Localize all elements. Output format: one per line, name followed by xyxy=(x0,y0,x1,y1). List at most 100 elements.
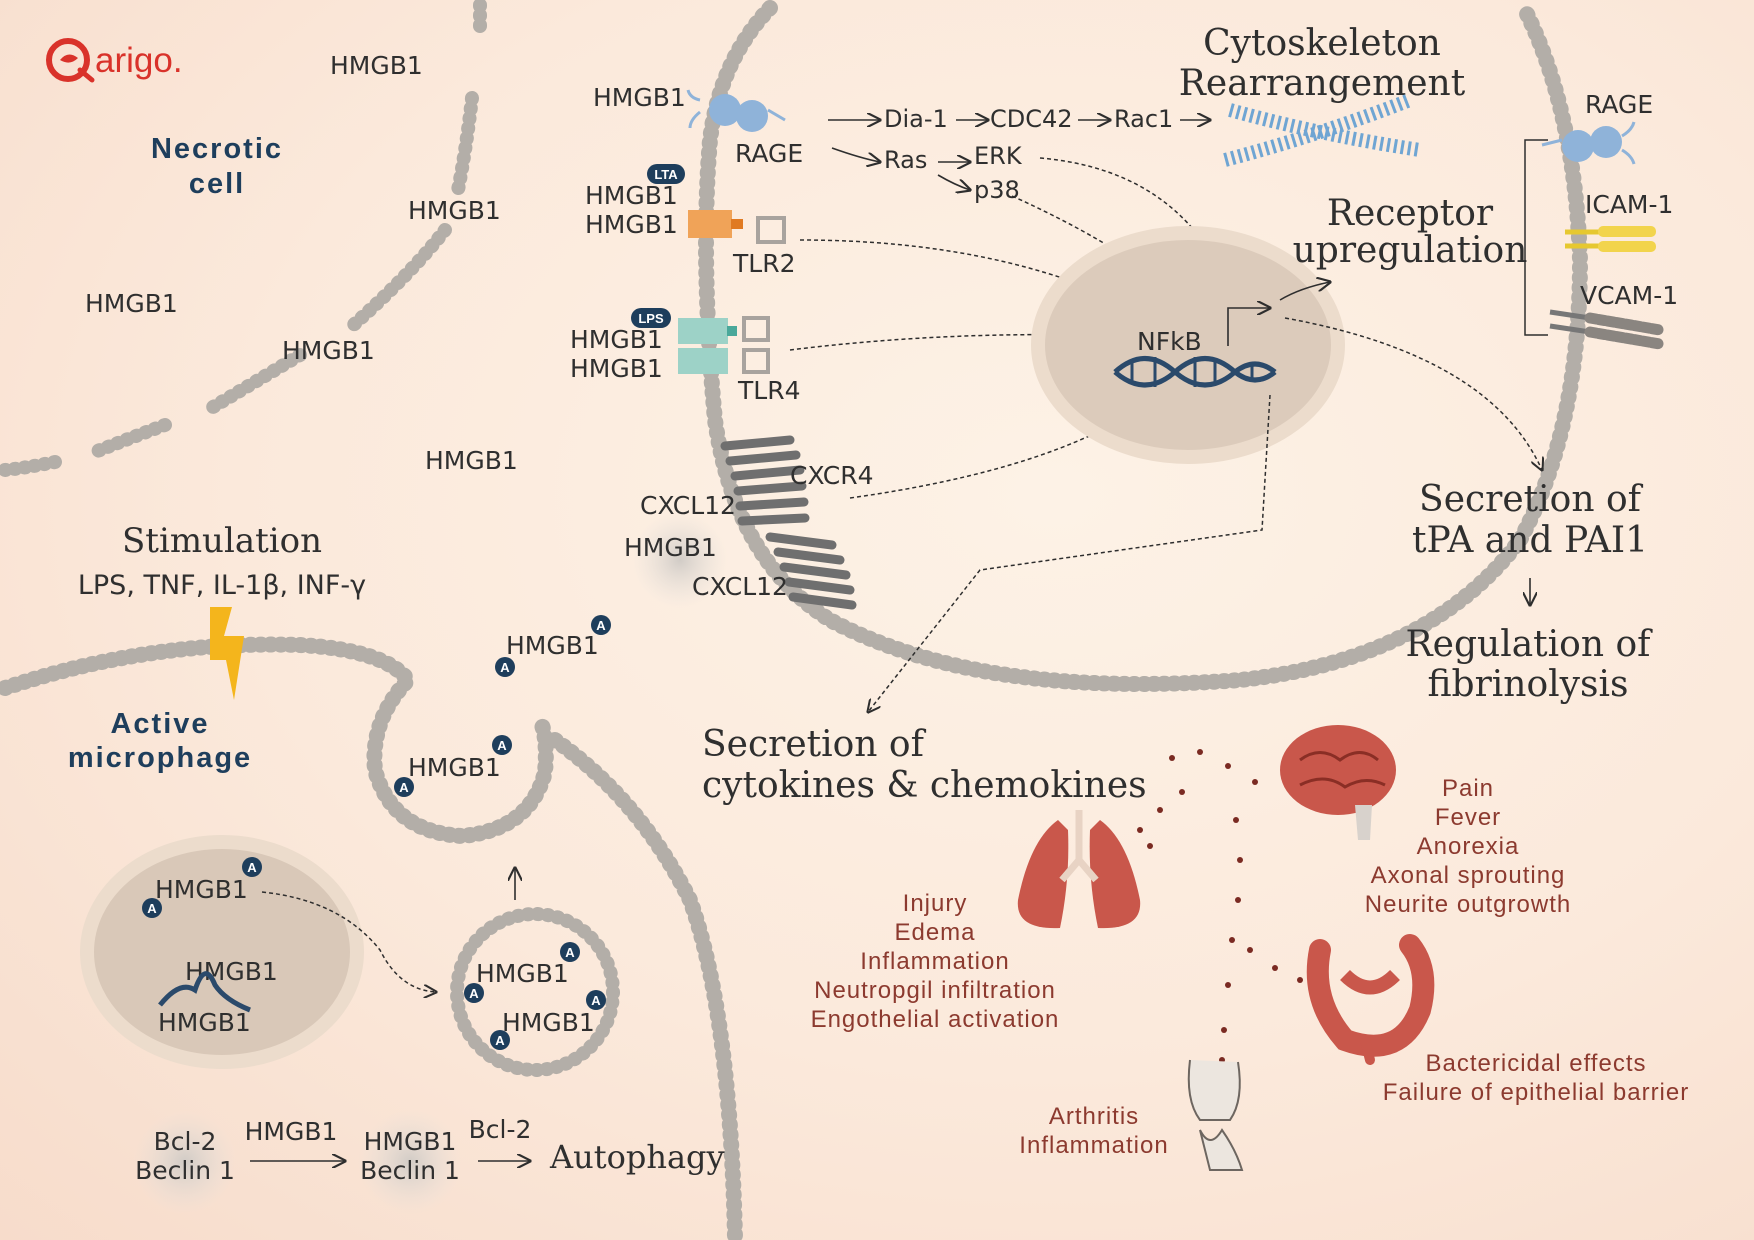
cdc42-label: CDC42 xyxy=(990,105,1073,133)
svg-text:A: A xyxy=(497,738,507,753)
intestine-icon xyxy=(1306,934,1435,1065)
stimulation-agents: LPS, TNF, IL-1β, INF-γ xyxy=(78,570,366,601)
effect-text: Failure of epithelial barrier xyxy=(1383,1079,1689,1106)
rage-receptor xyxy=(686,89,786,132)
effect-text: Injury xyxy=(903,890,968,917)
tlr2-ligand-label: HMGB1 xyxy=(585,181,678,210)
secreted-hmgb1-label: HMGB1 xyxy=(506,631,599,660)
effect-text: Bactericidal effects xyxy=(1426,1050,1647,1077)
tpa-line2: tPA and PAI1 xyxy=(1412,520,1648,561)
svg-text:LTA: LTA xyxy=(654,167,678,182)
cytoskeleton-filament-icon xyxy=(1223,93,1422,167)
erk-label: ERK xyxy=(974,142,1023,170)
cxcl12-label: CXCL12 xyxy=(640,491,736,520)
necrotic-cell-title-line1: Necrotic xyxy=(151,133,283,165)
gut-effects: Bactericidal effects Failure of epitheli… xyxy=(1383,1050,1689,1106)
macrophage-nucleus xyxy=(80,835,364,1069)
right-rage-label: RAGE xyxy=(1585,90,1653,119)
vesicle-hmgb1-label: HMGB1 xyxy=(476,959,569,988)
logo-mark xyxy=(46,38,90,82)
vesicle-hmgb1-label: HMGB1 xyxy=(502,1008,595,1037)
necrotic-cell-title-line2: cell xyxy=(189,168,245,200)
dna-icon xyxy=(1113,356,1277,388)
arrow xyxy=(1279,282,1330,301)
rage-ligand-label: HMGB1 xyxy=(593,83,686,112)
effect-text: Axonal sprouting xyxy=(1371,862,1566,889)
lightning-icon xyxy=(210,607,244,700)
fibrinolysis-line1: Regulation of xyxy=(1406,624,1654,665)
acetyl-badge: A xyxy=(464,983,484,1003)
svg-text:A: A xyxy=(399,780,409,795)
effect-text: Inflammation xyxy=(1019,1132,1168,1159)
lps-badge: LPS xyxy=(631,308,671,328)
tlr4-receptor xyxy=(678,316,770,374)
lung-effects: Injury Edema Inflammation Neutropgil inf… xyxy=(811,890,1060,1033)
target-nucleus xyxy=(1031,226,1345,464)
effect-text: Arthritis xyxy=(1049,1103,1139,1130)
bcl2-beclin-line1: Bcl-2 xyxy=(154,1127,217,1156)
acetyl-badge: A xyxy=(492,735,512,755)
cxcr4-receptor-b xyxy=(765,532,857,610)
cxcl12-hmgb1-label: HMGB1 xyxy=(624,533,717,562)
cxcr4-receptor xyxy=(720,435,810,526)
nfkb-label: NFkB xyxy=(1137,327,1202,356)
autophagy-label: Autophagy xyxy=(549,1138,725,1176)
effect-text: Pain xyxy=(1442,775,1494,802)
dia1-label: Dia-1 xyxy=(884,105,948,133)
tlr4-ligand-label: HMGB1 xyxy=(570,354,663,383)
knee-joint-icon xyxy=(1187,1059,1244,1171)
svg-text:A: A xyxy=(596,618,606,633)
tlr2-receptor xyxy=(688,210,786,244)
brain-icon xyxy=(1280,725,1396,840)
brain-effects: Pain Fever Anorexia Axonal sprouting Neu… xyxy=(1365,775,1570,918)
arrow xyxy=(831,147,880,162)
effect-text: Neutropgil infiltration xyxy=(814,977,1056,1004)
brand-name: arigo. xyxy=(95,41,183,80)
tlr2-label: TLR2 xyxy=(732,249,795,278)
svg-text:A: A xyxy=(469,986,479,1001)
icam-receptor xyxy=(1565,226,1656,252)
cxcl12-label: CXCL12 xyxy=(692,572,788,601)
arrow xyxy=(937,174,970,190)
cxcl12-hmgb1-cloud xyxy=(632,512,728,608)
hmgb1-label: HMGB1 xyxy=(408,196,501,225)
vcam-receptor xyxy=(1549,309,1666,350)
acetyl-badge: A xyxy=(394,777,414,797)
acetyl-badge: A xyxy=(591,615,611,635)
lungs-icon xyxy=(1017,810,1141,929)
bracket xyxy=(1524,139,1548,336)
dna-strand-icon xyxy=(158,971,251,1013)
acetyl-badge: A xyxy=(242,857,262,877)
cytoskeleton-title-line1: Cytoskeleton xyxy=(1203,23,1441,64)
brand-logo: arigo. xyxy=(46,38,183,83)
svg-text:A: A xyxy=(147,901,157,916)
fibrinolysis-line2: fibrinolysis xyxy=(1428,664,1629,705)
effect-text: Fever xyxy=(1435,804,1501,831)
hmgb1-label: HMGB1 xyxy=(425,446,518,475)
hmgb1-beclin-line2: Beclin 1 xyxy=(360,1156,460,1185)
complex-cloud xyxy=(358,1110,462,1214)
arrow xyxy=(1011,195,1172,290)
acetyl-badge: A xyxy=(560,942,580,962)
arrow xyxy=(1227,308,1270,346)
receptor-upregulation-line1: Receptor xyxy=(1327,193,1494,234)
cytokines-line2: cytokines & chemokines xyxy=(702,765,1147,806)
joint-effects: Arthritis Inflammation xyxy=(1019,1103,1168,1159)
secreted-hmgb1-label: HMGB1 xyxy=(408,753,501,782)
cxcr4-label: CXCR4 xyxy=(790,461,874,490)
effect-text: Inflammation xyxy=(860,948,1009,975)
right-rage-receptor xyxy=(1541,121,1636,165)
lta-badge: LTA xyxy=(647,164,685,184)
ras-label: Ras xyxy=(884,146,927,174)
dotted-spray xyxy=(1137,749,1303,1063)
bcl2-beclin-line2: Beclin 1 xyxy=(135,1156,235,1185)
cytoskeleton-title-line2: Rearrangement xyxy=(1179,63,1466,104)
hmgb1-label: HMGB1 xyxy=(85,289,178,318)
acetyl-badges: A A A A A A A A A A xyxy=(142,615,611,1050)
effect-text: Engothelial activation xyxy=(811,1006,1060,1033)
vesicle xyxy=(450,907,620,1077)
arrow xyxy=(261,891,436,992)
nucleus-hmgb1-label: HMGB1 xyxy=(158,1008,251,1037)
stimulation-title: Stimulation xyxy=(122,521,322,561)
